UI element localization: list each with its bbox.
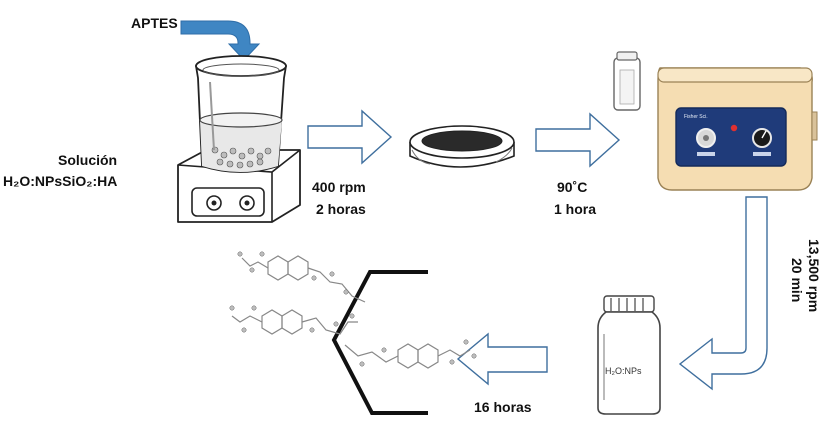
process-arrow-1 [307, 109, 393, 165]
filled-arrow-icon [180, 20, 261, 61]
solution-title: Solución [58, 152, 117, 168]
step-2-line-2: 1 hora [554, 201, 596, 217]
hot-plate-stirrer-icon [177, 55, 301, 223]
step-1-line-2: 2 horas [316, 201, 366, 217]
step-4-line-1: 16 horas [474, 399, 532, 415]
functionalized-surface-icon [229, 251, 477, 415]
svg-text:Fisher Sci.: Fisher Sci. [684, 114, 708, 120]
process-arrow-4 [456, 332, 548, 386]
step-1-line-1: 400 rpm [312, 179, 366, 195]
centrifuge-tube-icon [597, 295, 661, 415]
petri-dish-icon [409, 125, 515, 168]
vial-label: H₂O:NPs [605, 366, 642, 376]
aptes-label: APTES [131, 15, 178, 31]
step-2-line-1: 90˚C [557, 179, 587, 195]
step-3-line-2: 20 min [789, 258, 805, 302]
oven-icon: Fisher Sci. [657, 67, 818, 191]
solution-formula: H₂O:NPsSiO₂:HA [3, 173, 117, 189]
step-3-line-1: 13,500 rpm [806, 239, 822, 312]
process-arrow-3 [678, 196, 768, 391]
vial-icon [613, 51, 641, 111]
process-arrow-2 [535, 112, 621, 168]
